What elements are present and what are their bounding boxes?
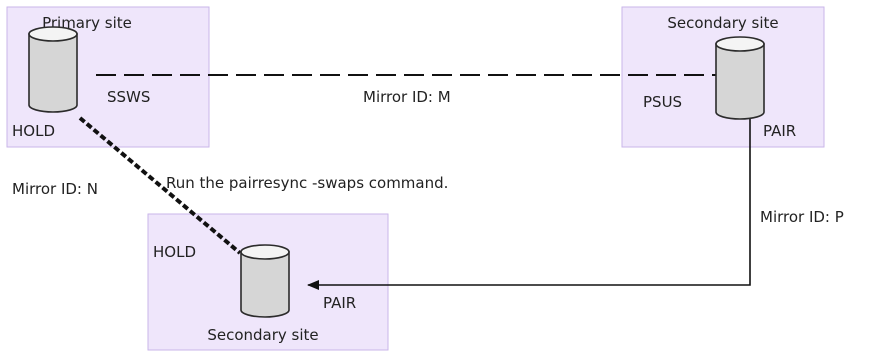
secondary-right-status-psus: PSUS: [643, 93, 682, 111]
primary-volume-icon: [28, 26, 78, 113]
mirror-label-m: Mirror ID: M: [363, 88, 451, 106]
mirror-link-p: [307, 118, 751, 290]
secondary-bottom-status-pair: PAIR: [323, 294, 356, 312]
secondary-site-right-title: Secondary site: [667, 14, 778, 32]
secondary-site-bottom-title: Secondary site: [207, 326, 318, 344]
secondary-right-volume-icon: [715, 36, 765, 120]
secondary-bottom-volume-icon: [240, 244, 290, 318]
mirror-link-n: [78, 116, 242, 255]
primary-status-ssws: SSWS: [107, 88, 150, 106]
secondary-site-right-box: Secondary site: [621, 6, 825, 148]
pairresync-annotation: Run the pairresync -swaps command.: [166, 174, 448, 192]
mirror-label-n: Mirror ID: N: [12, 180, 98, 198]
secondary-right-status-pair: PAIR: [763, 122, 796, 140]
primary-status-hold: HOLD: [12, 122, 55, 140]
mirror-label-p: Mirror ID: P: [760, 208, 844, 226]
secondary-bottom-status-hold: HOLD: [153, 243, 196, 261]
